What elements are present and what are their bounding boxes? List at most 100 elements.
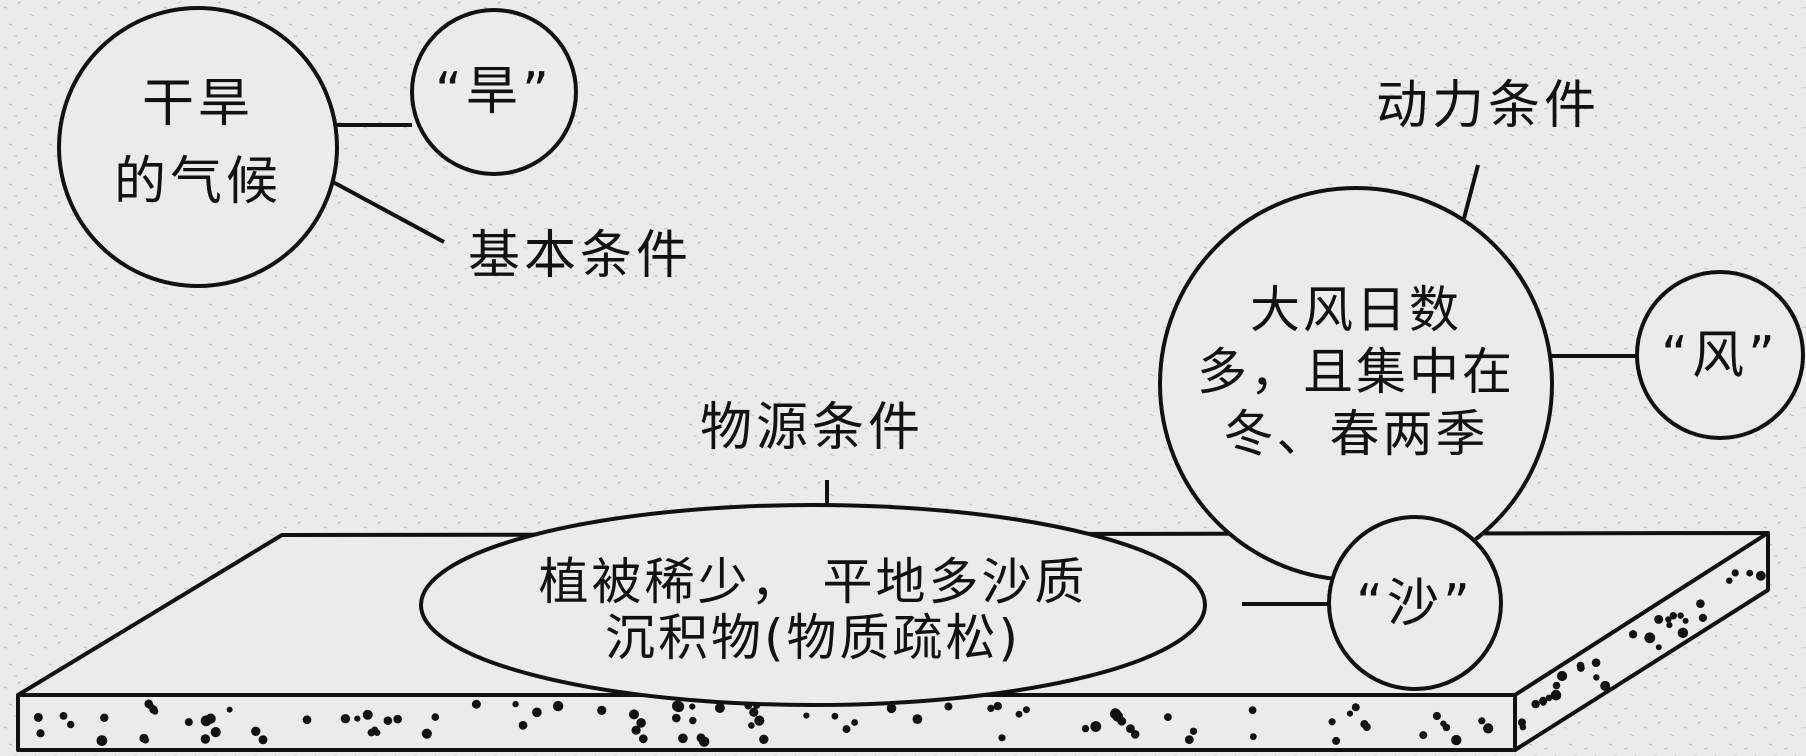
sediment-dot [1552,681,1561,690]
sediment-dot [518,720,528,730]
sediment-dot [1090,721,1102,732]
sediment-dot [367,728,376,737]
sediment-dot [638,734,648,744]
sediment-dot [1557,670,1568,682]
drought-circle-line1: 干旱 [141,74,254,134]
sediment-dot [912,714,923,724]
sediment-dot [1442,723,1451,732]
sediment-dot [1130,730,1140,739]
slab-side-face [1513,531,1770,752]
sediment-dot [1022,706,1030,714]
sediment-dot [851,719,858,726]
sediment-dot [59,712,68,720]
drought-circle-line2: 的气候 [113,152,282,212]
sediment-dot [1164,713,1172,721]
sediment-dot [100,713,109,722]
wind-tag-circle [1635,270,1805,440]
drought-tag-label: “旱” [435,62,553,122]
sediment-dot [205,713,216,724]
sediment-dot [1351,703,1360,712]
sediment-dot [1669,612,1678,620]
sediment-dot [1126,724,1135,733]
sediment-dot [672,700,683,712]
sediment-dot [689,703,696,710]
sand-ellipse-text: 植被稀少， 平地多沙质 沉积物(物质疏松) [421,553,1205,667]
sediment-dot [1248,706,1257,714]
sediment-dot [393,714,403,724]
drought-tag-circle [410,8,578,176]
sand-condition-label: 物源条件 [700,398,925,458]
sediment-dot [226,706,233,713]
sediment-dot [383,716,393,725]
sediment-dot [1677,627,1689,638]
sediment-dot [749,707,759,717]
sediment-dot [714,703,725,713]
sand-ellipse [419,503,1207,707]
sediment-dot [1432,711,1441,721]
sediment-dot [754,715,765,726]
sediment-dot [678,733,688,744]
sediment-dot [629,709,639,720]
sediment-dot [151,708,159,715]
sediment-dot [1550,689,1562,701]
sediment-dot [354,715,361,722]
sediment-dot [1577,664,1585,672]
drought-circle-text: 干旱 的气候 [68,74,328,212]
sediment-dot [1698,613,1707,623]
sediment-dot [1332,736,1341,745]
sand-tag-label: “沙” [1356,574,1474,634]
sediment-dot [141,736,150,744]
sediment-dot [362,709,373,720]
sediment-dot [552,700,564,712]
sediment-dot [1644,632,1656,644]
sediment-dot [1591,658,1601,667]
sand-ellipse-line2: 沉积物(物质疏松) [604,609,1021,667]
sediment-dot [803,712,810,719]
sediment-dot [699,736,710,747]
sediment-dot [987,704,995,713]
sediment-dot [689,716,697,725]
sediment-dot [993,701,1002,711]
drought-condition-connector [332,180,445,244]
sand-tag-circle [1327,515,1503,691]
sediment-dot [631,725,641,735]
sediment-dot [1666,622,1673,629]
sediment-dot [886,703,897,714]
sediment-dot [1682,617,1689,624]
sediment-dot [1519,724,1527,731]
wind-condition-label: 动力条件 [1376,76,1601,136]
sediment-dot [748,722,755,729]
sediment-dot [672,713,681,723]
sediment-dot [944,702,953,711]
wind-circle-line2: 多，且集中在 [1197,343,1515,401]
sediment-dot [1485,726,1493,733]
sediment-dot [1654,614,1664,624]
sediment-dot [998,734,1006,742]
sediment-dot [1117,716,1127,726]
sediment-dot [1184,735,1194,744]
sediment-dot [471,699,481,709]
sediment-dot [1655,644,1662,651]
sediment-dot [1600,680,1611,691]
sediment-dots-front [33,699,1494,747]
sediment-dot [1593,674,1600,681]
sediment-dot [1665,616,1672,623]
sediment-dot [96,735,108,746]
sediment-dot [210,727,221,738]
sediment-dot [636,718,646,728]
sediment-dot [36,729,45,738]
sediment-dot [1419,731,1428,740]
sediment-dot [1328,718,1336,726]
sediment-dot [1478,717,1486,725]
sediment-dot [1531,699,1540,709]
sediment-dot [532,707,542,718]
sediment-dot [1696,599,1705,608]
sediment-dot [1545,694,1553,702]
sediment-dot [1346,710,1354,717]
drought-condition-label: 基本条件 [468,226,693,286]
sediment-dot [1677,612,1684,619]
sediment-dot [842,725,851,734]
sediment-dot [1628,630,1638,639]
